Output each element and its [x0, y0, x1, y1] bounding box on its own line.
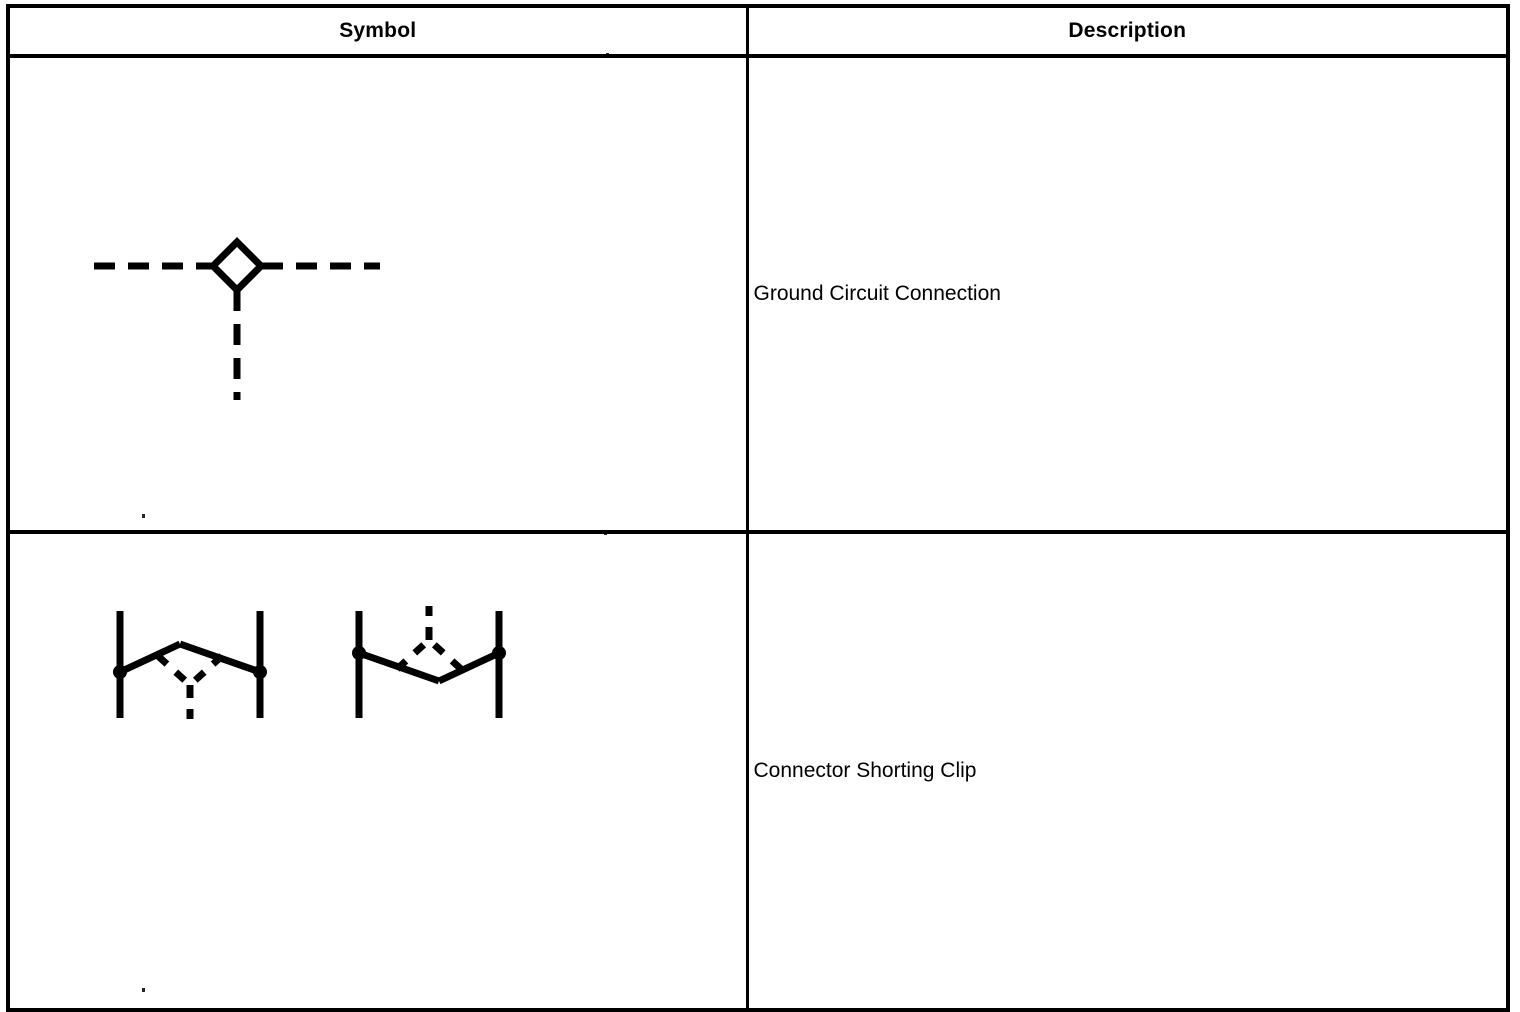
contact-dot-right — [491, 646, 506, 660]
column-header-symbol: Symbol — [8, 6, 749, 58]
contact-dot-left — [351, 646, 366, 660]
dashed-chevron-left — [394, 637, 432, 672]
connector-shorting-clip-symbol — [112, 606, 506, 719]
dashed-chevron-right — [426, 637, 464, 672]
header-row: Symbol Description — [8, 6, 1508, 58]
symbol-legend-table: Symbol Description — [6, 4, 1510, 1012]
scan-speck-3 — [604, 531, 607, 535]
table-row: Connector Shorting Clip — [8, 532, 1508, 1010]
diamond-outline — [207, 237, 266, 295]
shorting-clip-up — [112, 611, 267, 719]
description-text: Ground Circuit Connection — [753, 281, 1001, 305]
description-cell-connector-shorting-clip: Connector Shorting Clip — [747, 532, 1508, 1010]
description-cell-ground-circuit-connection: Ground Circuit Connection — [747, 56, 1508, 534]
ground-circuit-connection-symbol — [93, 237, 380, 400]
clip-arm-left — [118, 640, 182, 676]
contact-dot-left — [112, 665, 127, 679]
shorting-clip-down — [351, 606, 506, 718]
description-text: Connector Shorting Clip — [753, 758, 977, 782]
symbol-cell-connector-shorting-clip — [8, 532, 749, 1010]
contact-dot-right — [252, 665, 267, 679]
column-header-description: Description — [747, 6, 1508, 58]
scan-speck-2 — [142, 514, 145, 518]
symbol-cell-ground-circuit-connection — [8, 56, 749, 534]
table-body: Ground Circuit Connection — [8, 56, 1508, 1010]
clip-arm-right — [437, 649, 501, 685]
table-header: Symbol Description — [8, 6, 1508, 58]
dashed-chevron-right — [187, 653, 225, 688]
table-row: Ground Circuit Connection — [8, 56, 1508, 534]
scan-speck-1 — [606, 53, 609, 57]
dashed-chevron-left — [155, 653, 193, 688]
scan-speck-4 — [142, 988, 145, 992]
